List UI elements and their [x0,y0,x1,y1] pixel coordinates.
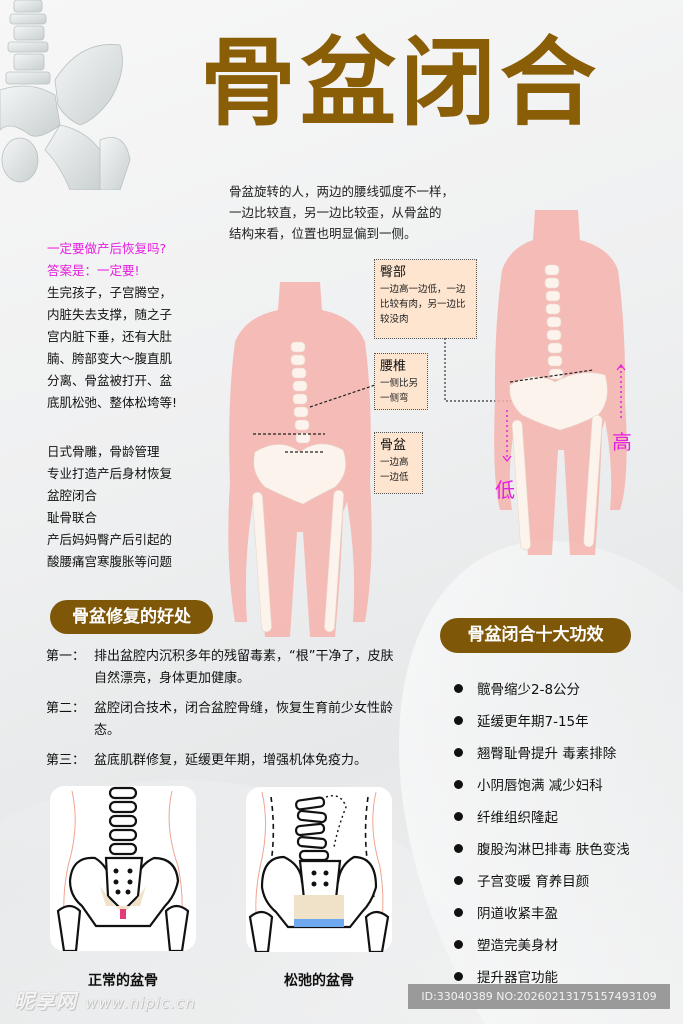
effect-item: 延缓更年期7-15年 [452,704,682,736]
loose-pelvis-illustration [248,791,390,954]
bullet-icon [454,875,463,885]
lead-line: 分离、骨盆被打开、盆 [47,373,173,388]
body-figure-tilted-illustration [494,210,627,555]
lead-line: 生完孩子，子宫腾空， [47,285,173,300]
loose-pelvis-caption: 松弛的盆骨 [284,973,354,989]
benefits-list: 第一： 排出盆腔内沉积多年的残留毒素，“根”干净了，皮肤自然漂亮，身体更加健康。… [46,646,406,780]
service-item: 日式骨雕，骨龄管理 [47,444,160,459]
intro-line: 骨盆旋转的人，两边的腰线弧度不一样， [229,184,455,199]
benefit-key: 第三： [46,753,86,768]
effect-item: 塑造完美身材 [452,928,682,960]
service-item: 专业打造产后身材恢复 [47,466,173,481]
intro-line: 一边比较直，另一边比较歪，从骨盆的 [229,205,442,220]
connector-line [444,338,511,402]
callout-line: 一边低 [380,472,409,483]
bullet-icon [454,715,463,725]
callout-pelvis: 骨盆 一边高 一边低 [374,432,423,494]
watermark-brand: 昵享网 www.nipic.cn [14,989,196,1013]
lead-line: 宫内脏下垂，还有大肚 [47,329,173,344]
effect-item: 髋骨缩少2-8公分 [452,672,682,704]
callout-line: 比较有肉，另一边比 [380,299,466,310]
normal-pelvis-caption: 正常的盆骨 [88,973,158,989]
callout-line: 一侧比另 [380,378,419,389]
height-arrows [502,364,626,462]
lead-paragraph: 一定要做产后恢复吗? 答案是：一定要! 生完孩子，子宫腾空， 内脏失去支撑，随之… [47,238,217,414]
service-item: 耻骨联合 [47,510,98,525]
lead-line: 内脏失去支撑，随之子 [47,307,173,322]
bullet-icon [454,811,463,821]
benefit-item: 第二： 盆腔闭合技术，闭合盆腔骨缝，恢复生育前少女性龄态。 [46,698,406,742]
bullet-icon [454,747,463,757]
lead-line: 底肌松弛、整体松垮等! [47,395,178,410]
page-title: 骨盆闭合 [200,27,600,139]
effect-item: 提升器官功能 [452,960,682,992]
effects-heading-badge: 骨盆闭合十大功效 [440,618,631,653]
effect-item: 阴道收紧丰盈 [452,896,682,928]
benefit-item: 第三： 盆底肌群修复，延缓更年期，增强机体免疫力。 [46,750,406,772]
benefit-text: 盆底肌群修复，延缓更年期，增强机体免疫力。 [94,753,368,768]
callout-line: 一边高 [380,457,409,468]
callout-line: 一边高一边低，一边 [380,284,466,295]
normal-pelvis-card [50,786,196,953]
label-low: 低 [495,478,515,502]
bullet-icon [454,907,463,917]
watermark-id-bar: ID:33040389 NO:20260213175157493109 [408,984,670,1009]
effect-item: 腹股沟淋巴排毒 肤色变浅 [452,832,682,864]
lead-answer: 答案是：一定要! [47,263,140,278]
effect-item: 翘臀耻骨提升 毒素排除 [452,736,682,768]
benefit-text: 排出盆腔内沉积多年的残留毒素，“根”干净了，皮肤自然漂亮，身体更加健康。 [94,649,394,686]
benefit-text: 盆腔闭合技术，闭合盆腔骨缝，恢复生育前少女性龄态。 [94,701,394,738]
benefit-key: 第一： [46,649,86,664]
benefits-heading-badge: 骨盆修复的好处 [50,600,213,634]
bullet-icon [454,779,463,789]
service-item: 盆腔闭合 [47,488,98,503]
intro-text: 骨盆旋转的人，两边的腰线弧度不一样， 一边比较直，另一边比较歪，从骨盆的 结构来… [229,181,479,244]
bullet-icon [454,971,463,981]
service-item: 酸腰痛宫寒腹胀等问题 [47,554,173,569]
pelvis-bone-icon [0,0,131,190]
callout-title: 臀部 [380,265,407,280]
normal-pelvis-illustration [56,786,190,953]
services-list: 日式骨雕，骨龄管理 专业打造产后身材恢复 盆腔闭合 耻骨联合 产后妈妈臀产后引起… [47,441,227,573]
lead-line: 腩、胯部变大～腹直肌 [47,351,173,366]
body-figure-illustration [228,282,375,637]
benefit-item: 第一： 排出盆腔内沉积多年的残留毒素，“根”干净了，皮肤自然漂亮，身体更加健康。 [46,646,406,690]
callout-title: 腰椎 [380,359,407,374]
effect-item: 小阴唇饱满 减少妇科 [452,768,682,800]
bullet-icon [454,939,463,949]
callout-lumbar: 腰椎 一侧比另 一侧弯 [374,353,428,410]
bullet-icon [454,843,463,853]
effect-item: 纤维组织隆起 [452,800,682,832]
callout-title: 骨盆 [380,438,407,453]
effects-list: 髋骨缩少2-8公分 延缓更年期7-15年 翘臀耻骨提升 毒素排除 小阴唇饱满 减… [452,672,682,992]
callout-line: 较没肉 [380,314,409,325]
label-high: 高 [612,430,632,454]
lead-question: 一定要做产后恢复吗? [47,241,167,256]
callout-buttocks: 臀部 一边高一边低，一边 比较有肉，另一边比 较没肉 [374,259,477,339]
benefit-key: 第二： [46,701,86,716]
callout-line: 一侧弯 [380,393,409,404]
loose-pelvis-card [246,787,392,954]
effect-item: 子宫变暖 育养目颜 [452,864,682,896]
intro-line: 结构来看，位置也明显偏到一侧。 [229,226,417,241]
bullet-icon [454,683,463,693]
service-item: 产后妈妈臀产后引起的 [47,532,173,547]
